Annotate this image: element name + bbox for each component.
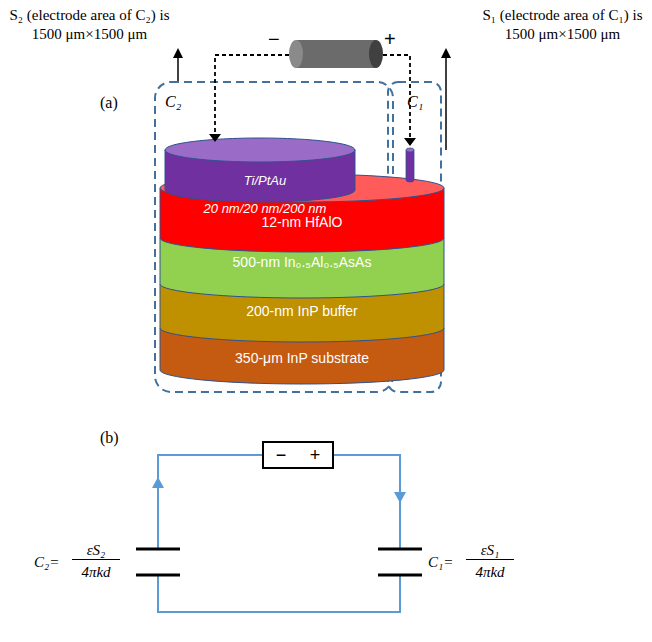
- formula-lhs: C₂=: [34, 553, 59, 571]
- circuit-wire: [334, 455, 400, 549]
- pin-top-face: [406, 148, 414, 152]
- pin-electrode: [406, 150, 414, 182]
- terminal-sign: +: [310, 445, 321, 465]
- battery-body: [296, 40, 376, 68]
- battery-cap: [369, 40, 383, 68]
- capacitor-label: C₂: [165, 92, 393, 112]
- panel-label: (b): [100, 428, 119, 448]
- capacitor-plate: [378, 548, 422, 551]
- terminal-sign: −: [268, 28, 280, 50]
- formula-numerator: εS₁: [466, 541, 514, 560]
- probe-wire: [383, 55, 410, 138]
- area-annotation: S₁ (electrode area of C₁) is 1500 μm×150…: [481, 6, 644, 44]
- formula-denominator: 4πkd: [72, 563, 120, 581]
- capacitor-region: C₁: [388, 82, 441, 392]
- current-arrow: [394, 492, 406, 503]
- capacitor-plate: [136, 574, 180, 577]
- formula-numerator: εS₂: [72, 541, 120, 560]
- terminal-sign: +: [384, 28, 396, 50]
- layer-label: 200-nm InP buffer: [160, 302, 444, 320]
- circuit-wire: [158, 455, 262, 549]
- terminal-sign: −: [276, 445, 287, 465]
- circuit-wire: [158, 575, 400, 612]
- capacitor-plate: [378, 574, 422, 577]
- layer-label: 350-μm InP substrate: [160, 349, 444, 367]
- battery-box: −+: [262, 441, 334, 469]
- electrode-cylinder: Ti/PtAu20 nm/20 nm/200 nm: [165, 162, 355, 218]
- current-arrow: [152, 477, 164, 488]
- area-annotation: S₂ (electrode area of C₂) is 1500 μm×150…: [8, 6, 171, 44]
- probe-wire: [215, 55, 289, 134]
- formula-denominator: 4πkd: [466, 563, 514, 581]
- electrode-material: Ti/PtAu: [175, 172, 355, 190]
- formula-lhs: C₁=: [428, 553, 453, 571]
- layer-label: 500-nm In₀.₅Al₀.₅AsAs: [160, 253, 444, 271]
- panel-label: (a): [100, 93, 118, 113]
- substrate-layer: 350-μm InP substrate: [160, 349, 444, 367]
- oxide-layer: 12-nm HfAlO: [160, 213, 444, 231]
- battery-cap: [289, 40, 303, 68]
- electrode-top-face: [165, 138, 355, 162]
- capacitor-region: C₂ Ti/PtAu20 nm/20 nm/200 nm: [155, 82, 393, 392]
- arrow-head: [441, 48, 451, 58]
- leader-line: [177, 56, 179, 81]
- arrow-head: [209, 134, 221, 142]
- arrow-head: [173, 48, 183, 58]
- capacitor-plate: [136, 548, 180, 551]
- leader-line: [445, 56, 447, 150]
- arrow-head: [404, 138, 416, 146]
- layer-label: 12-nm HfAlO: [160, 213, 444, 231]
- capacitor-label: C₁: [407, 92, 441, 112]
- buffer-layer: 200-nm InP buffer: [160, 302, 444, 320]
- barrier-layer: 500-nm In₀.₅Al₀.₅AsAs: [160, 253, 444, 271]
